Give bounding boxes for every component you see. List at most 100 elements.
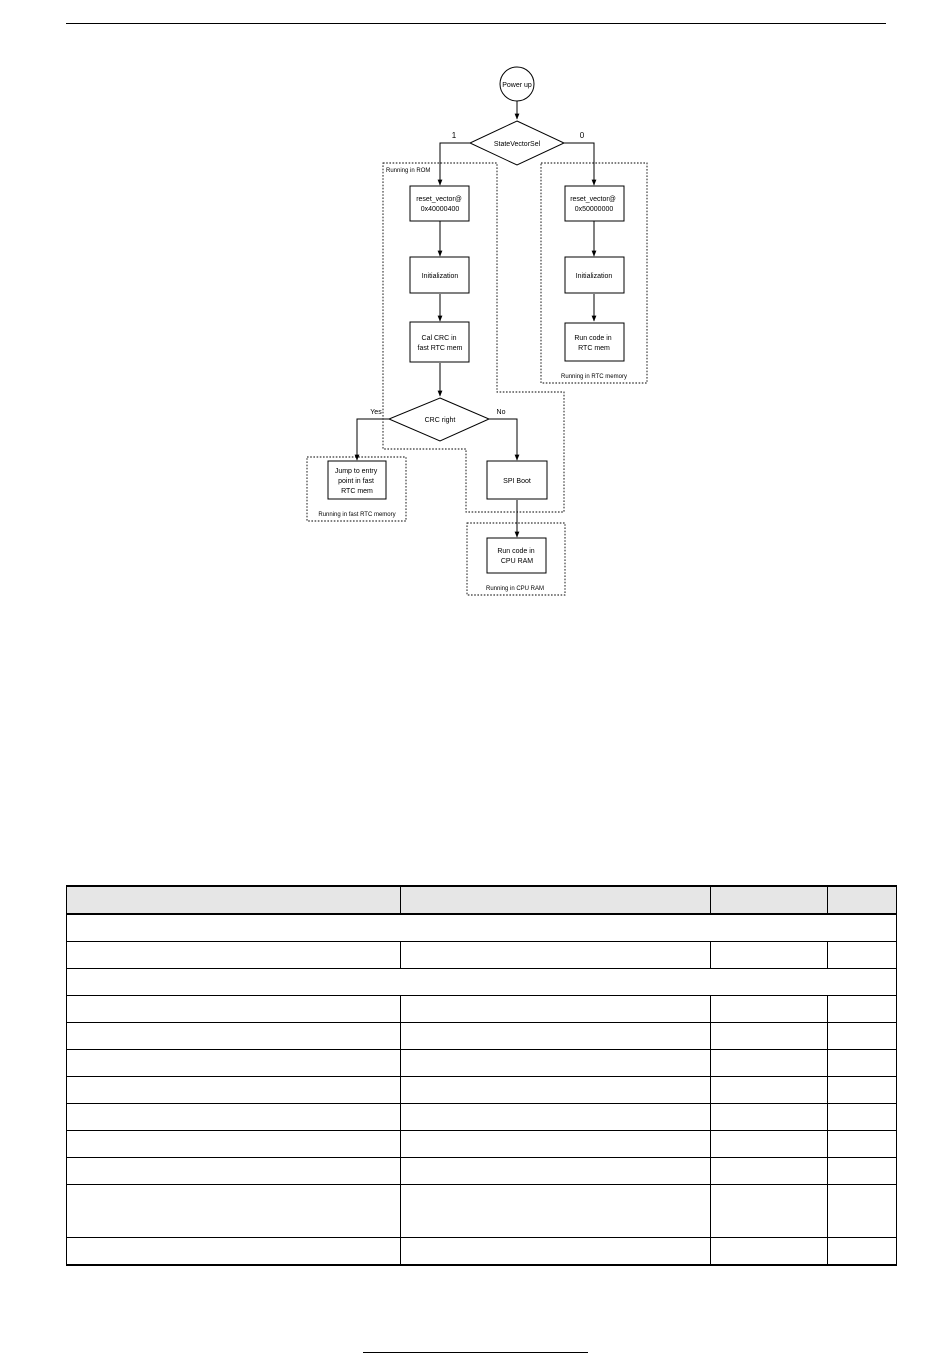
node-run-rtc-mem-label: Run code in RTC mem <box>574 335 613 352</box>
node-state-vector-sel <box>468 120 566 166</box>
table-cell <box>66 1049 401 1077</box>
table-cell <box>710 1130 828 1158</box>
table-cell <box>400 1184 711 1238</box>
node-cal-crc <box>409 321 470 363</box>
table-cell <box>400 1076 711 1104</box>
edge-label-yes: Yes <box>370 409 382 416</box>
table-cell <box>400 1103 711 1131</box>
table-row <box>66 941 897 969</box>
table-row <box>66 1130 897 1158</box>
register-table <box>66 885 897 1266</box>
node-rtc-reset-vector <box>564 185 625 222</box>
node-jump-to-entry <box>327 460 387 500</box>
table-cell <box>827 1076 897 1104</box>
node-rtc-initialization-label: Initialization <box>576 273 613 280</box>
table-cell <box>400 1022 711 1050</box>
node-rtc-reset-vector-label: reset_vector@ 0x50000000 <box>570 196 618 213</box>
edge-yes-to-jump <box>354 418 389 461</box>
table-cell <box>400 1157 711 1185</box>
table-cell <box>827 1237 897 1266</box>
table-cell <box>400 1237 711 1266</box>
table-cell <box>710 1022 828 1050</box>
table-cell <box>827 1049 897 1077</box>
boot-flowchart: Running in ROM Running in RTC memory Run… <box>306 66 648 596</box>
header-rule <box>66 23 886 24</box>
table-row <box>66 1184 897 1238</box>
table-cell <box>66 1076 401 1104</box>
table-cell <box>710 941 828 969</box>
table-cell <box>66 1157 401 1185</box>
table-row <box>66 1022 897 1050</box>
table-section-row <box>66 968 897 996</box>
table-cell <box>710 1076 828 1104</box>
region-fast-rtc-label: Running in fast RTC memory <box>318 512 395 518</box>
node-crc-right-label: CRC right <box>425 417 456 424</box>
table-header-cell <box>400 885 711 915</box>
table-cell <box>827 1130 897 1158</box>
table-section-row <box>66 913 897 942</box>
table-cell <box>400 995 711 1023</box>
node-rom-reset-vector <box>409 185 470 222</box>
node-run-rtc-mem <box>564 322 625 362</box>
region-rom-label: Running in ROM <box>386 168 430 174</box>
node-run-cpu-ram-label: Run code in CPU RAM <box>497 548 536 565</box>
table-cell <box>400 941 711 969</box>
table-row <box>66 1157 897 1185</box>
table-cell <box>710 1049 828 1077</box>
edge-label-no: No <box>497 409 506 416</box>
table-cell <box>66 941 401 969</box>
node-rtc-initialization <box>564 256 625 294</box>
edge-sel-to-rtc <box>564 142 597 186</box>
table-cell <box>827 1184 897 1238</box>
node-state-vector-sel-label: StateVectorSel <box>494 141 541 148</box>
edge-sel-to-rom <box>437 142 470 186</box>
table-cell <box>66 1130 401 1158</box>
edge-label-0: 0 <box>580 131 585 140</box>
table-cell <box>710 995 828 1023</box>
table-section-cell <box>66 968 897 996</box>
node-rom-initialization-label: Initialization <box>422 273 459 280</box>
table-cell <box>710 1157 828 1185</box>
table-cell <box>710 1237 828 1266</box>
table-header-cell <box>710 885 828 915</box>
node-crc-right <box>387 397 491 442</box>
edge-no-to-spi <box>489 418 520 461</box>
table-row <box>66 1049 897 1077</box>
table-cell <box>827 1022 897 1050</box>
table-header-row <box>66 885 897 915</box>
node-spi-boot-label: SPI Boot <box>503 478 531 485</box>
region-rtc-memory <box>540 162 648 384</box>
table-row <box>66 1237 897 1266</box>
table-cell <box>66 1022 401 1050</box>
node-rom-initialization <box>409 256 470 294</box>
table-cell <box>66 995 401 1023</box>
table-row <box>66 1103 897 1131</box>
node-rom-reset-vector-label: reset_vector@ 0x40000400 <box>416 196 464 213</box>
region-rom <box>382 162 565 513</box>
table-cell <box>827 1103 897 1131</box>
table-cell <box>400 1130 711 1158</box>
table-row <box>66 1076 897 1104</box>
node-jump-to-entry-label: Jump to entry point in fast RTC mem <box>335 468 379 495</box>
region-cpu-ram-label: Running in CPU RAM <box>486 586 544 592</box>
table-header-cell <box>66 885 401 915</box>
node-run-cpu-ram <box>486 537 547 574</box>
table-cell <box>66 1237 401 1266</box>
table-cell <box>827 995 897 1023</box>
table-cell <box>710 1184 828 1238</box>
table-section-cell <box>66 913 897 942</box>
node-spi-boot <box>486 460 548 500</box>
table-cell <box>400 1049 711 1077</box>
table-cell <box>827 1157 897 1185</box>
table-cell <box>66 1103 401 1131</box>
node-power-up-label: Power up <box>502 82 532 89</box>
footer-rule <box>363 1352 588 1353</box>
table-row <box>66 995 897 1023</box>
node-power-up <box>499 66 535 102</box>
table-cell <box>66 1184 401 1238</box>
table-cell <box>710 1103 828 1131</box>
table-header-cell <box>827 885 897 915</box>
region-cpu-ram <box>466 522 566 596</box>
table-cell <box>827 941 897 969</box>
edge-label-1: 1 <box>452 131 457 140</box>
